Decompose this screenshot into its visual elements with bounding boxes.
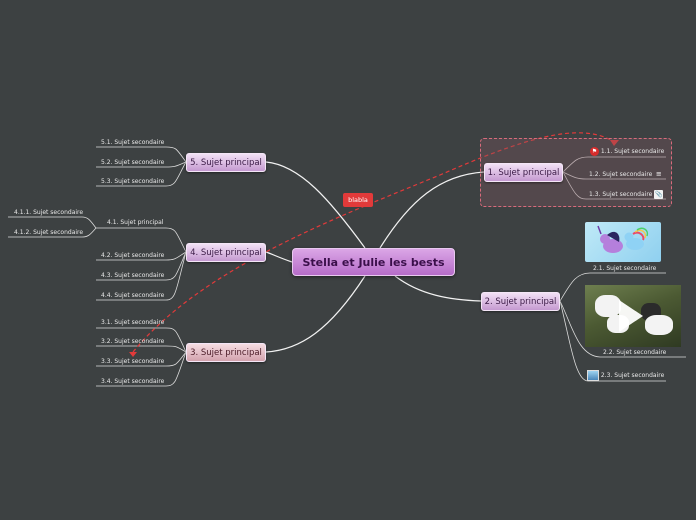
main-topic-1[interactable]: 1. Sujet principal (484, 163, 563, 182)
map-icon (587, 370, 599, 381)
subtopic-1-1-label: 1.1. Sujet secondaire (600, 148, 665, 155)
subtopic-3-2[interactable]: 3.2. Sujet secondaire (101, 338, 165, 345)
subtopic-4-1[interactable]: 4.1. Sujet principal (107, 219, 164, 226)
subtopic-1-3-label: 1.3. Sujet secondaire (589, 191, 653, 198)
subtopic-2-3-label: 2.3. Sujet secondaire (600, 372, 665, 379)
subtopic-4-4[interactable]: 4.4. Sujet secondaire (101, 292, 165, 299)
subtopic-2-1[interactable]: 2.1. Sujet secondaire (593, 265, 657, 272)
play-icon[interactable] (619, 300, 643, 332)
subtopic-3-1[interactable]: 3.1. Sujet secondaire (101, 319, 165, 326)
subtopic-3-3[interactable]: 3.3. Sujet secondaire (101, 358, 165, 365)
horse-white (595, 295, 621, 317)
relationship-label[interactable]: blabla (343, 193, 373, 207)
main-topic-4[interactable]: 4. Sujet principal (186, 243, 266, 262)
pony-image[interactable] (585, 222, 661, 262)
horse-white-2 (645, 315, 673, 335)
subtopic-2-3[interactable]: 2.3. Sujet secondaire (587, 370, 665, 381)
pony-illustration (597, 225, 649, 253)
attachment-icon: 📎 (654, 190, 664, 199)
subtopic-2-2[interactable]: 2.2. Sujet secondaire (603, 349, 667, 356)
main-topic-5[interactable]: 5. Sujet principal (186, 153, 266, 172)
subtopic-4-1-1[interactable]: 4.1.1. Sujet secondaire (14, 209, 84, 216)
subtopic-5-2[interactable]: 5.2. Sujet secondaire (101, 159, 165, 166)
subtopic-4-1-2[interactable]: 4.1.2. Sujet secondaire (14, 229, 84, 236)
subtopic-1-3[interactable]: 1.3. Sujet secondaire 📎 (589, 190, 664, 200)
subtopic-3-4[interactable]: 3.4. Sujet secondaire (101, 378, 165, 385)
subtopic-5-1[interactable]: 5.1. Sujet secondaire (101, 139, 165, 146)
flag-icon: ⚑ (590, 147, 599, 156)
notes-icon: ≡ (655, 170, 662, 178)
relationship-arrow-end (610, 140, 619, 146)
subtopic-4-2[interactable]: 4.2. Sujet secondaire (101, 252, 165, 259)
main-topic-2[interactable]: 2. Sujet principal (481, 292, 560, 311)
relationship-arrow-start (129, 352, 137, 357)
subtopic-1-1[interactable]: ⚑ 1.1. Sujet secondaire (590, 147, 664, 157)
subtopic-1-2[interactable]: 1.2. Sujet secondaire ≡ (589, 170, 663, 180)
central-topic[interactable]: Stella et Julie les bests (292, 248, 455, 276)
subtopic-1-2-label: 1.2. Sujet secondaire (589, 171, 653, 178)
subtopic-5-3[interactable]: 5.3. Sujet secondaire (101, 178, 165, 185)
main-topic-3[interactable]: 3. Sujet principal (186, 343, 266, 362)
subtopic-4-3[interactable]: 4.3. Sujet secondaire (101, 272, 165, 279)
video-thumbnail[interactable] (585, 285, 681, 347)
